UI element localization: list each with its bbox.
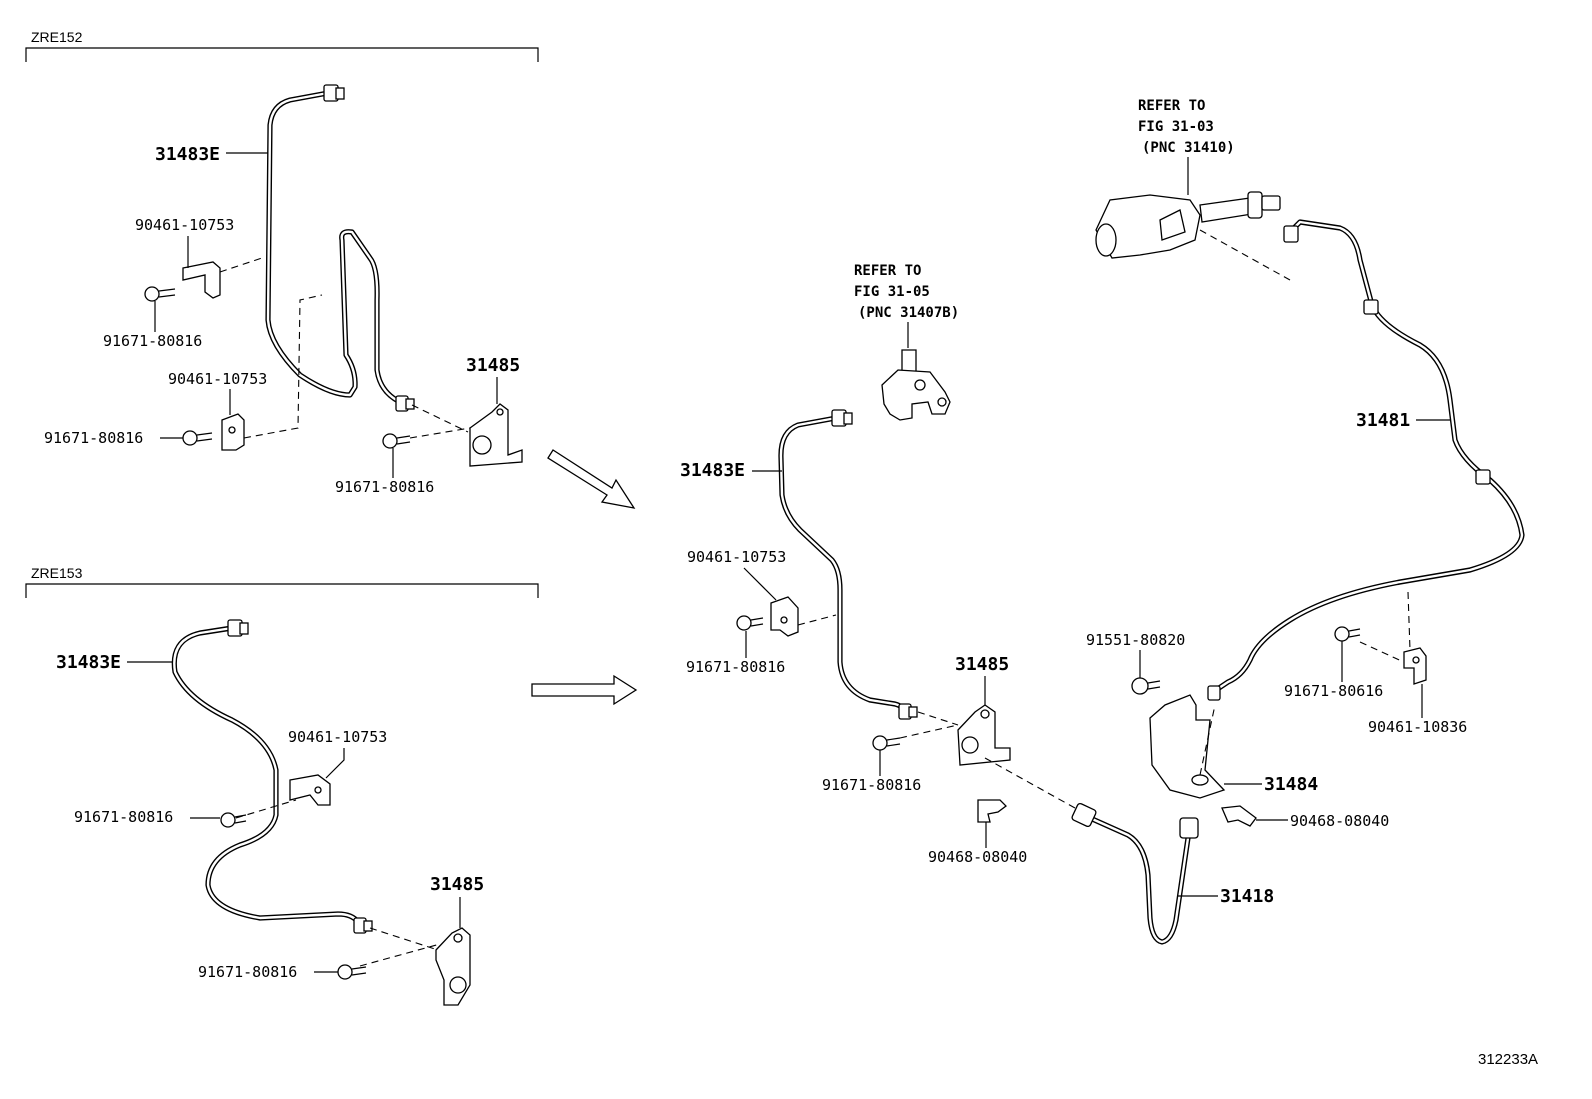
section-label-zre152: ZRE152 [31, 29, 83, 45]
main-assembly: REFER TO FIG 31-05 (PNC 31407B) [680, 98, 1525, 945]
label-clip-90468-right: 90468-08040 [1290, 812, 1389, 830]
bolt-clip-zre153 [220, 812, 247, 828]
bracket-31484 [1149, 694, 1226, 799]
clip-main [770, 596, 837, 637]
pipe-31483e-main [778, 409, 918, 720]
bolt-bracket-zre153 [337, 964, 367, 980]
section-zre152: ZRE152 [25, 29, 539, 496]
label-bolt-bracket-zre153: 91671-80816 [198, 963, 297, 981]
hose-31418 [984, 757, 1199, 945]
label-pipe-31483e-main: 31483E [680, 460, 745, 481]
label-bolt-91671-80616: 91671-80616 [1284, 682, 1383, 700]
label-bracket-31485-main: 31485 [955, 654, 1009, 675]
bolt-bracket-zre152 [382, 433, 411, 449]
label-hose-31418: 31418 [1220, 886, 1274, 907]
clip-upper-zre152 [182, 257, 263, 299]
clip-90468-right [1221, 805, 1257, 827]
label-bracket-31484: 31484 [1264, 774, 1318, 795]
ref-left-line2: FIG 31-05 [854, 284, 930, 300]
bolt-lower-zre152 [182, 430, 213, 446]
bracket-31485-main [899, 704, 1011, 766]
reference-fig-31-05: REFER TO FIG 31-05 (PNC 31407B) [854, 263, 959, 421]
clip-zre153 [235, 774, 331, 819]
label-bolt-91551: 91551-80820 [1086, 631, 1185, 649]
section-bracket-zre153 [25, 583, 539, 598]
label-clip-90468-main: 90468-08040 [928, 848, 1027, 866]
label-clip-upper-zre152: 90461-10753 [135, 216, 234, 234]
section-bracket-zre152 [25, 47, 539, 62]
ref-left-line3: (PNC 31407B) [858, 305, 959, 321]
label-clip-90461-10836: 90461-10836 [1368, 718, 1467, 736]
label-clip-main: 90461-10753 [687, 548, 786, 566]
clip-90461-10836 [1403, 647, 1427, 685]
label-bracket-31485-zre152: 31485 [466, 355, 520, 376]
label-bracket-31485-zre153: 31485 [430, 874, 484, 895]
label-tube-31481: 31481 [1356, 410, 1410, 431]
ref-left-line1: REFER TO [854, 263, 921, 279]
bolt-91551 [1131, 677, 1161, 695]
bolt-bracket-main [872, 735, 901, 751]
label-clip-lower-zre152: 90461-10753 [168, 370, 267, 388]
section-label-zre153: ZRE153 [31, 565, 83, 581]
clip-lower-zre152 [221, 294, 323, 451]
pipe-31483e-zre153 [171, 619, 373, 934]
ref-right-line1: REFER TO [1138, 98, 1205, 114]
ref-right-line2: FIG 31-03 [1138, 119, 1214, 135]
ref-right-line3: (PNC 31410) [1142, 140, 1235, 156]
label-bolt-clip-zre153: 91671-80816 [74, 808, 173, 826]
bolt-upper-zre152 [144, 286, 176, 302]
label-pipe-31483e-zre152: 31483E [155, 144, 220, 165]
bolt-91671-80616 [1334, 626, 1409, 665]
bolt-clip-main [736, 615, 764, 631]
label-bolt-bracket-zre152: 91671-80816 [335, 478, 434, 496]
reference-fig-31-03: REFER TO FIG 31-03 (PNC 31410) [1095, 98, 1291, 281]
label-pipe-31483e-zre153: 31483E [56, 652, 121, 673]
tube-31481 [1207, 219, 1525, 701]
arrow-zre153-to-main [531, 674, 638, 706]
clip-90468-main [977, 799, 1007, 823]
section-zre153: ZRE153 [25, 565, 539, 1006]
label-clip-zre153: 90461-10753 [288, 728, 387, 746]
bracket-31485-zre152 [409, 403, 523, 467]
pipe-31483e-zre152 [265, 84, 415, 412]
label-bolt-bracket-main: 91671-80816 [822, 776, 921, 794]
label-bolt-clip-main: 91671-80816 [686, 658, 785, 676]
arrow-zre152-to-main [547, 449, 636, 509]
bracket-31485-zre153 [359, 927, 471, 1006]
figure-id: 312233A [1478, 1051, 1538, 1068]
label-bolt-lower-zre152: 91671-80816 [44, 429, 143, 447]
label-bolt-upper-zre152: 91671-80816 [103, 332, 202, 350]
